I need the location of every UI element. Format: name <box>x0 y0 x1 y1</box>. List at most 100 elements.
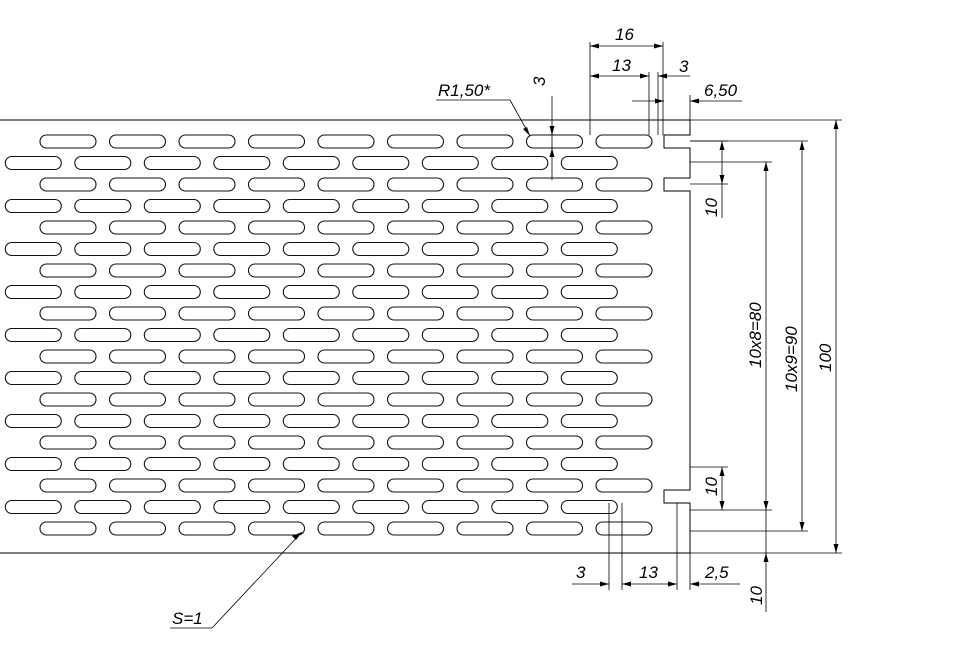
slot-hole <box>74 198 132 214</box>
slot-hole <box>525 521 584 536</box>
slot-hole <box>282 241 340 257</box>
slot-hole <box>352 155 410 171</box>
slot-hole <box>595 177 653 192</box>
slot-hole <box>352 499 410 515</box>
slot-hole <box>525 177 584 192</box>
dim-thickness: S=1 <box>172 609 203 628</box>
slot-hole <box>39 521 97 536</box>
slot-hole <box>386 263 445 278</box>
slot-hole <box>108 392 167 407</box>
slot-hole <box>421 241 479 257</box>
slot-hole <box>4 413 62 429</box>
slot-pattern <box>4 134 653 536</box>
slot-hole <box>282 284 340 300</box>
slot-hole <box>456 306 514 321</box>
slot-hole <box>386 134 445 149</box>
slot-hole <box>317 220 375 235</box>
slot-hole <box>456 177 514 192</box>
slot-hole <box>213 198 271 214</box>
slot-hole <box>386 435 445 450</box>
slot-hole <box>178 263 236 278</box>
slot-hole <box>74 284 132 300</box>
slot-hole <box>143 284 201 300</box>
dim-gap-bottom: 3 <box>576 563 586 582</box>
slot-hole <box>4 370 62 386</box>
slot-hole <box>525 478 584 493</box>
slot-hole <box>74 241 132 257</box>
bottom-dimensions: 3 13 2,5 <box>572 503 740 590</box>
slot-hole <box>595 134 653 149</box>
slot-hole <box>247 220 306 235</box>
dim-bottom-pitch: 10 <box>747 586 766 605</box>
slot-hole <box>213 241 271 257</box>
slot-hole <box>178 478 236 493</box>
slot-hole <box>247 134 306 149</box>
slot-hole <box>560 370 618 386</box>
slot-hole <box>421 370 479 386</box>
slot-hole <box>317 521 375 536</box>
dim-slot-radius: R1,50* <box>438 81 491 100</box>
slot-hole <box>39 220 97 235</box>
slot-hole <box>213 327 271 343</box>
slot-hole <box>491 284 549 300</box>
slot-hole <box>213 456 271 472</box>
slot-hole <box>421 327 479 343</box>
slot-hole <box>213 284 271 300</box>
slot-hole <box>247 478 306 493</box>
dim-slot-width: 3 <box>530 76 549 86</box>
slot-hole <box>386 521 445 536</box>
slot-hole <box>143 155 201 171</box>
slot-hole <box>317 134 375 149</box>
slot-hole <box>386 177 445 192</box>
slot-hole <box>595 435 653 450</box>
slot-hole <box>491 327 549 343</box>
slot-hole <box>213 499 271 515</box>
slot-hole <box>491 370 549 386</box>
slot-hole <box>317 392 375 407</box>
slot-hole <box>560 155 618 171</box>
slot-hole <box>491 413 549 429</box>
dim-edge-offset: 6,50 <box>704 81 738 100</box>
slot-hole <box>386 306 445 321</box>
slot-hole <box>560 456 618 472</box>
slot-hole <box>317 478 375 493</box>
slot-hole <box>108 263 167 278</box>
slot-hole <box>491 499 549 515</box>
slot-hole <box>317 306 375 321</box>
slot-hole <box>74 370 132 386</box>
slot-hole <box>178 435 236 450</box>
slot-hole <box>456 478 514 493</box>
slot-hole <box>178 392 236 407</box>
slot-hole <box>456 521 514 536</box>
slot-hole <box>143 241 201 257</box>
slot-hole <box>421 198 479 214</box>
slot-hole <box>108 306 167 321</box>
slot-hole <box>39 177 97 192</box>
slot-hole <box>74 413 132 429</box>
slot-hole <box>560 284 618 300</box>
slot-hole <box>108 220 167 235</box>
slot-hole <box>4 155 62 171</box>
slot-hole <box>282 413 340 429</box>
dim-row-pitch-bottom: 10 <box>702 477 721 496</box>
slot-hole <box>74 155 132 171</box>
slot-hole <box>386 478 445 493</box>
slot-hole <box>456 349 514 364</box>
slot-hole <box>39 392 97 407</box>
dim-span-80: 10x8=80 <box>746 302 765 368</box>
slot-hole <box>178 306 236 321</box>
slot-hole <box>108 435 167 450</box>
slot-hole <box>595 478 653 493</box>
dim-edge-bottom: 2,5 <box>704 563 729 582</box>
slot-hole <box>491 456 549 472</box>
slot-hole <box>4 499 62 515</box>
thickness-callout: S=1 <box>170 531 303 629</box>
slot-hole <box>456 435 514 450</box>
slot-hole <box>247 349 306 364</box>
slot-hole <box>247 177 306 192</box>
dim-gap-top: 3 <box>679 57 689 76</box>
slot-hole <box>74 499 132 515</box>
slot-hole <box>213 413 271 429</box>
dim-overall-height: 100 <box>816 343 835 372</box>
slot-hole <box>108 478 167 493</box>
